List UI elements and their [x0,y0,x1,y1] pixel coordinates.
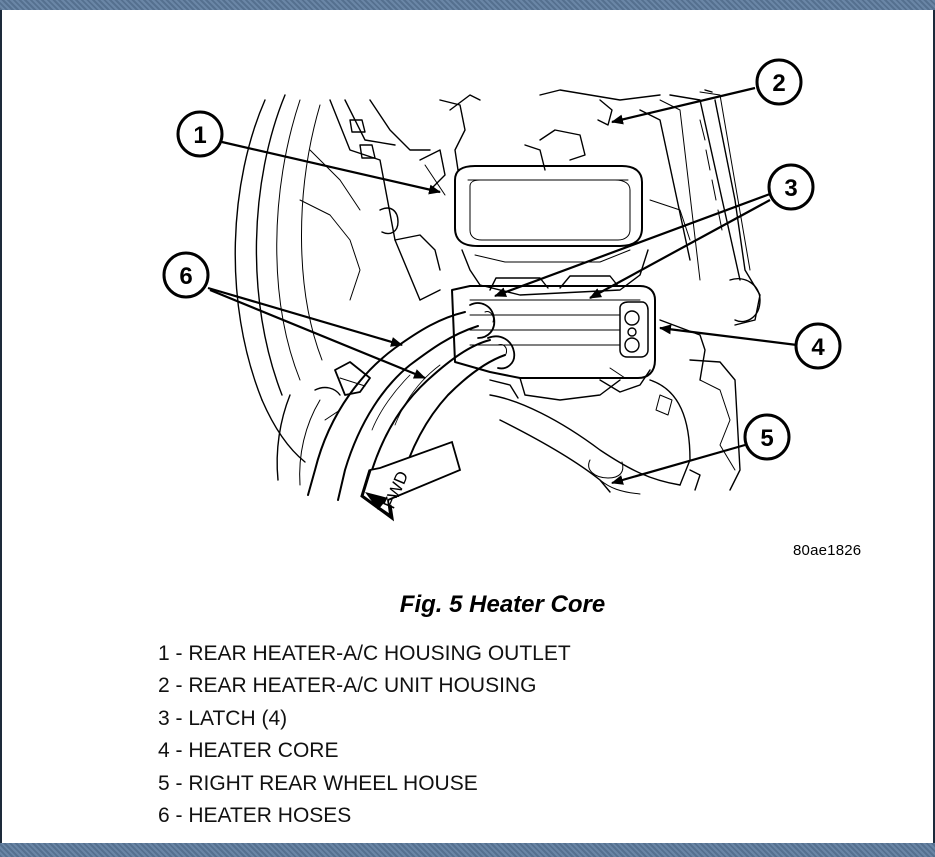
figure-caption: Fig. 5 Heater Core [399,591,606,618]
legend-item: 4 - HEATER CORE [158,739,339,763]
callout-5: 5 [743,413,791,461]
figure-reference-code: 80ae1826 [793,542,862,559]
callout-4-number: 4 [811,334,825,361]
top-frame-bar [0,0,935,10]
legend-item: 2 - REAR HEATER-A/C UNIT HOUSING [158,674,537,698]
callout-3-number: 3 [784,175,797,202]
legend-item: 3 - LATCH (4) [158,706,288,730]
callout-1-number: 1 [193,122,206,149]
right-frame-edge [933,10,935,843]
callout-6: 6 [162,251,210,299]
callout-1: 1 [176,110,224,158]
legend-item: 6 - HEATER HOSES [158,804,352,828]
callout-2-number: 2 [772,70,785,97]
callout-2: 2 [755,58,803,106]
heater-core-diagram: FWD 1 2 3 4 5 6 [162,58,842,522]
forward-direction-indicator: FWD [360,440,462,522]
leader-lines [207,86,798,485]
callout-3: 3 [767,163,815,211]
left-frame-edge [0,10,2,843]
legend-item: 1 - REAR HEATER-A/C HOUSING OUTLET [158,642,571,665]
callout-4: 4 [794,322,842,370]
legend-list: 1 - REAR HEATER-A/C HOUSING OUTLET 2 - R… [158,638,571,832]
callout-6-number: 6 [179,263,192,290]
legend-item: 5 - RIGHT REAR WHEEL HOUSE [158,771,478,795]
bottom-frame-bar [0,843,935,857]
callout-5-number: 5 [760,425,773,452]
